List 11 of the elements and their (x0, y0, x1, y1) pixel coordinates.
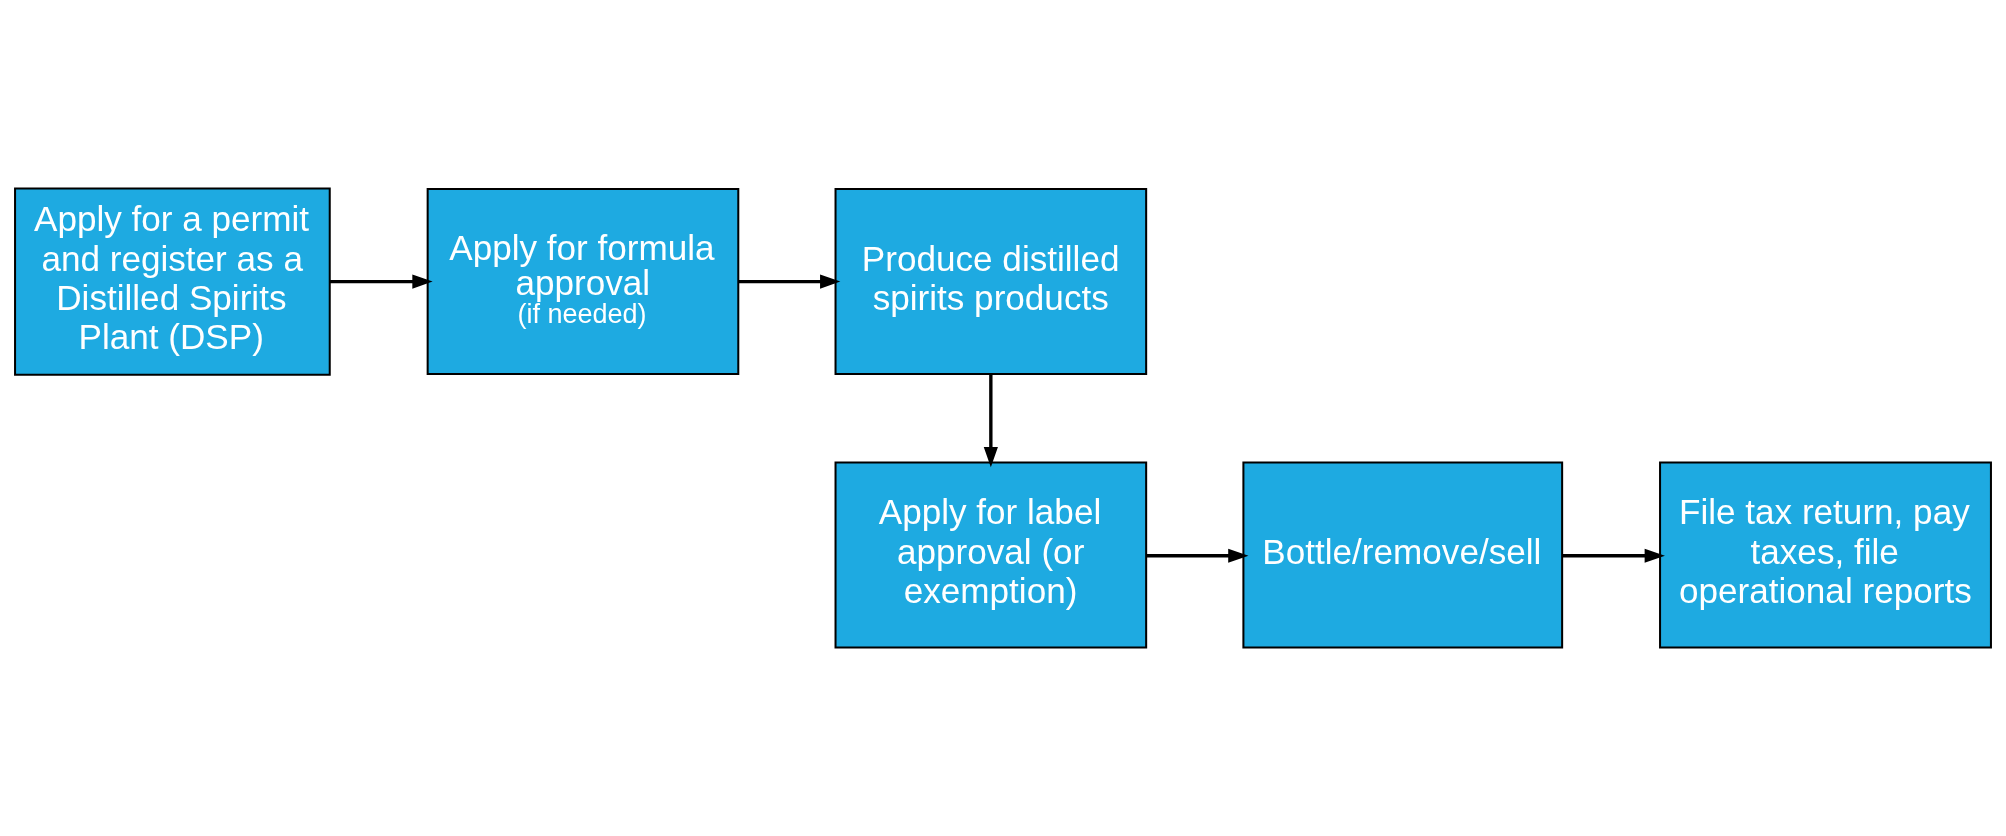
arrow (738, 274, 841, 289)
node-box: Bottle/remove/sell (1242, 461, 1564, 649)
arrow (1146, 548, 1249, 563)
arrow (1562, 548, 1665, 563)
node-box: Produce distilled spirits products (834, 188, 1148, 376)
arrow (329, 274, 433, 289)
node-box: Apply for label approval (or exemption) (834, 461, 1148, 649)
arrow (983, 374, 998, 468)
node-box: Apply for a permit and register as a Distilled Spirits Plant (DSP) (14, 187, 331, 376)
node-box: File tax return, pay taxes, file operational reports (1659, 461, 1992, 649)
node-box: Apply for formula approval (if needed) (426, 188, 740, 376)
